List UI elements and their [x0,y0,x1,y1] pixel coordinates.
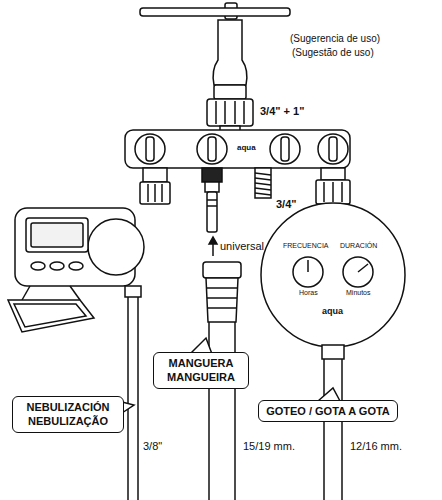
thread-size: 3/4" [276,198,297,211]
hose-diameter: 15/19 mm. [243,440,295,453]
dial-label: FRECUENCIA [283,242,329,250]
callout-box: NEBULIZACIÓNNEBULIZAÇÃO [12,396,124,433]
callout-text: MANGUERA [160,356,242,370]
hose-diameter: 12/16 mm. [350,440,402,453]
callout-text: NEBULIZAÇÃO [19,414,117,428]
callout-box: MANGUERAMANGUEIRA [153,352,249,389]
thread-size: 3/4" + 1" [260,105,304,118]
callout-text: GOTEO / GOTA A GOTA [265,404,391,418]
callout-box: GOTEO / GOTA A GOTA [258,400,398,422]
connector-note: universal [220,240,264,253]
dial-label: DURACIÓN [340,242,377,250]
callout-text: MANGUEIRA [160,370,242,384]
brand-logo: aqua [237,143,256,152]
dial-unit: Horas [299,289,318,297]
callout-text: NEBULIZACIÓN [19,400,117,414]
usage-note: (Sugerencia de uso) [290,33,380,45]
hose-diameter: 3/8" [143,440,162,453]
usage-note: (Sugestão de uso) [292,47,374,59]
brand-logo: aqua [322,306,343,316]
dial-unit: Minutos [346,289,371,297]
